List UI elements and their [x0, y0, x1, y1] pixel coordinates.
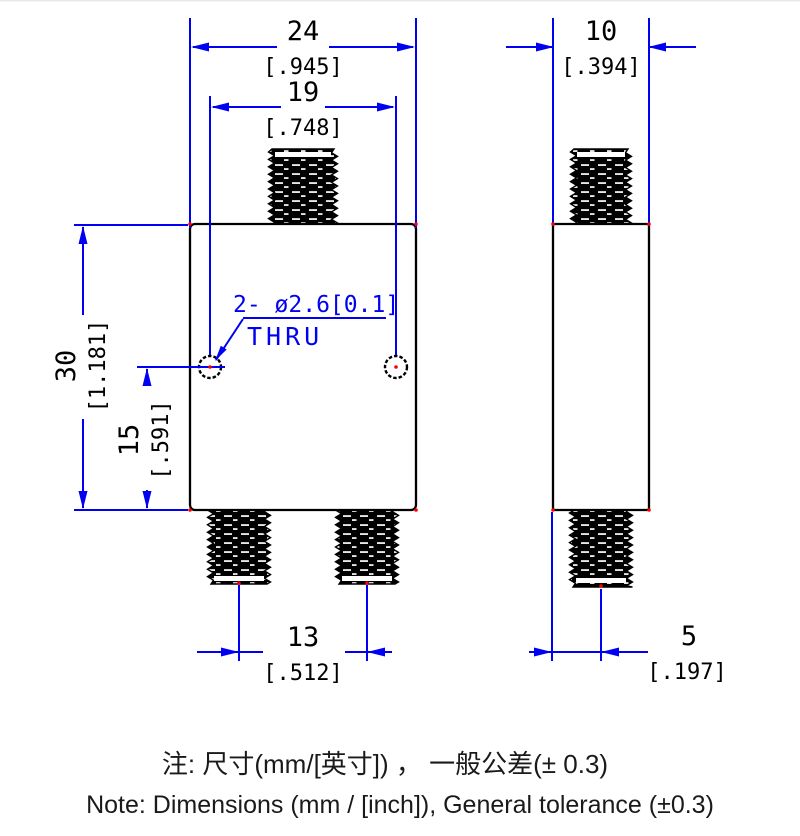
- grip-dot: [551, 222, 555, 226]
- arrowhead: [648, 42, 666, 52]
- side-top-connector-thread: [569, 148, 633, 227]
- grip-dot: [647, 508, 651, 512]
- arrowhead: [367, 647, 385, 657]
- front-bottom-right-connector-thread: [334, 507, 400, 585]
- dim-width-mm: 24: [287, 16, 320, 47]
- connector-end-highlights: [214, 152, 626, 583]
- side-view-body: [551, 222, 651, 512]
- thread-highlight: [342, 576, 392, 581]
- hole-callout-thru: THRU: [247, 322, 323, 351]
- thread-highlight: [576, 578, 626, 583]
- arrowhead: [211, 102, 229, 112]
- arrowhead: [221, 647, 239, 657]
- leader-arrowhead: [215, 345, 227, 361]
- dim-depth-inch: [.394]: [561, 55, 640, 80]
- grip-dot: [188, 508, 192, 512]
- note-chinese: 注: 尺寸(mm/[英寸]) ， 一般公差(± 0.3): [162, 749, 608, 779]
- dim-depth-mm: 10: [585, 16, 618, 47]
- cad-grip-markers: [188, 222, 651, 588]
- dim-width-inch: [.945]: [263, 55, 342, 80]
- arrowhead: [78, 491, 88, 509]
- grip-dot: [414, 222, 418, 226]
- grip-dot: [551, 508, 555, 512]
- arrowhead: [78, 226, 88, 244]
- grip-dot: [365, 581, 369, 585]
- dim-port-spacing-inch: [.512]: [263, 661, 342, 686]
- dim-port-spacing-mm: 13: [287, 622, 320, 653]
- dim-hole-spacing-inch: [.748]: [263, 116, 342, 141]
- dim-height-inch: [1.181]: [86, 320, 111, 413]
- notes-block: 注: 尺寸(mm/[英寸]) ， 一般公差(± 0.3) Note: Dimen…: [86, 749, 714, 819]
- side-bottom-connector-thread: [568, 507, 634, 588]
- dim-hole-from-bottom-mm: 15: [114, 424, 145, 457]
- sma-connector-threads: [206, 148, 634, 588]
- dim-port-offset-inch: [.197]: [647, 660, 726, 685]
- front-top-connector-thread: [267, 148, 339, 227]
- arrowhead: [534, 647, 552, 657]
- thread-highlight: [577, 152, 625, 157]
- grip-dot: [208, 365, 212, 369]
- dimension-labels: 24 [.945] 19 [.748] 10 [.394] 30 [1.181]…: [51, 16, 727, 686]
- thread-highlight: [214, 576, 264, 581]
- grip-dot: [599, 584, 603, 588]
- grip-dot: [414, 508, 418, 512]
- grip-dot: [188, 222, 192, 226]
- dim-port-offset-mm: 5: [681, 621, 697, 652]
- dim-height-mm: 30: [51, 350, 82, 383]
- note-english: Note: Dimensions (mm / [inch]), General …: [86, 791, 714, 819]
- grip-dot: [237, 581, 241, 585]
- arrowhead: [536, 42, 554, 52]
- dimension-arrowheads: [78, 42, 666, 657]
- dim-hole-spacing-mm: 19: [287, 77, 320, 108]
- arrowhead: [142, 491, 152, 509]
- arrowhead: [397, 42, 415, 52]
- dim-hole-from-bottom-inch: [.591]: [149, 400, 174, 479]
- arrowhead: [142, 368, 152, 386]
- page-top-divider: [0, 0, 800, 2]
- hole-callout: 2- ø2.6[0.1] THRU: [233, 292, 399, 351]
- hole-callout-diameter: 2- ø2.6[0.1]: [233, 292, 399, 318]
- thread-highlight: [275, 152, 331, 157]
- front-bottom-left-connector-thread: [206, 507, 272, 585]
- arrowhead: [191, 42, 209, 52]
- arrowhead: [601, 647, 619, 657]
- arrowhead: [377, 102, 395, 112]
- grip-dot: [647, 222, 651, 226]
- grip-dot: [394, 365, 398, 369]
